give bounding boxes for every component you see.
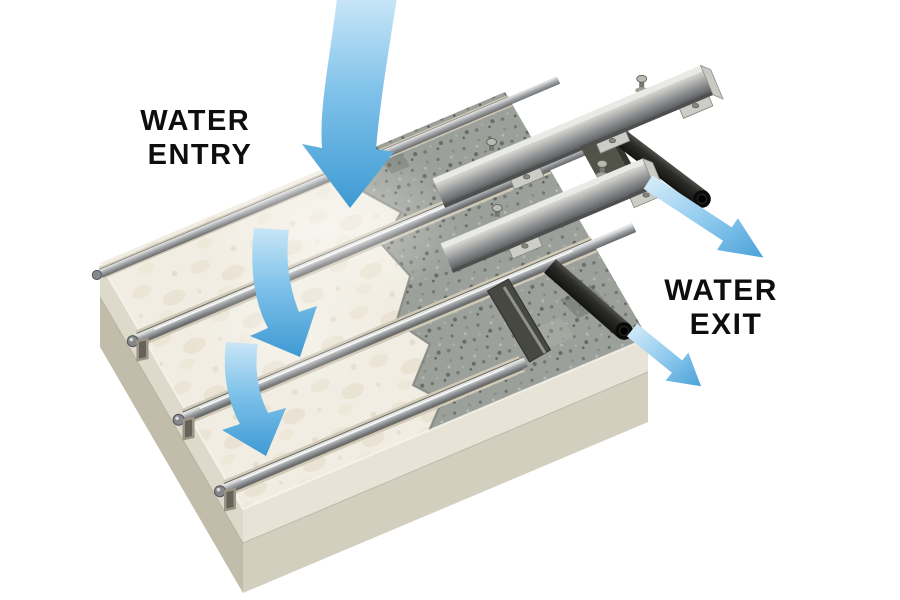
joint-rail-3 (214, 355, 528, 498)
bolt-head (636, 74, 648, 83)
channel-end-cap (699, 64, 724, 100)
water-entry-arrows (222, 0, 397, 456)
face-slot-inner (139, 340, 146, 359)
bolt-stem (494, 209, 500, 221)
water-entry-arrow-large (302, 0, 397, 208)
water-entry-arrow-lower (222, 342, 286, 456)
rail-end-cap (214, 485, 226, 498)
rail-end-cap (91, 269, 103, 281)
bolt-stem (599, 165, 605, 177)
channel-under-lip (451, 184, 655, 273)
water-exit-arrow-upper (643, 175, 764, 258)
water-entry-line1: WATER (140, 105, 250, 137)
water-entry-arrow-middle (250, 228, 317, 357)
rail-face-slots (136, 337, 236, 512)
water-entry-label: WATER ENTRY (140, 105, 260, 171)
rail-channel-back (432, 64, 724, 208)
rail-tube-highlight (240, 367, 505, 481)
bolt-stem (639, 80, 645, 92)
rail-end-cap-shine (129, 337, 134, 342)
channel-top-face (432, 65, 703, 184)
channel-top-face (440, 158, 645, 249)
water-entry-line2: ENTRY (148, 139, 253, 171)
foot-bolt (691, 103, 700, 109)
rail-end-cap (172, 413, 185, 426)
cross-channel-highlight (502, 286, 547, 354)
water-exit-line2: EXIT (690, 308, 763, 341)
paver-face-left (100, 263, 243, 543)
rail-end-cap-shine (216, 487, 221, 492)
slab-face-right (243, 372, 648, 593)
bolt-head (596, 159, 608, 168)
water-exit-arrows (626, 175, 764, 387)
bolt-stem (489, 143, 495, 155)
channel-bar (435, 71, 712, 205)
water-exit-arrow-lower (626, 323, 701, 387)
cross-drain-channel (486, 278, 552, 363)
face-slot-inner (226, 490, 234, 509)
cross-channel-body (486, 278, 552, 363)
channel-bolt (635, 74, 649, 94)
foot-bolt (521, 243, 529, 249)
paver-face-right (243, 338, 648, 543)
channel-under-lip (443, 91, 714, 208)
foot-bolt (642, 192, 650, 198)
pipe-body (544, 259, 630, 338)
face-slot-inner (185, 419, 192, 438)
pipe-end-hole (697, 194, 707, 204)
bolt-head (491, 204, 503, 212)
channel-bar (443, 164, 654, 270)
pipe-body (610, 126, 708, 207)
water-exit-label: WATER EXIT (664, 274, 787, 341)
water-exit-line1: WATER (664, 274, 778, 307)
drain-pipe-upper (610, 126, 711, 208)
slab-face-left (100, 297, 243, 593)
foot-bolt (523, 174, 531, 180)
rail-tube (218, 357, 528, 496)
slab-layer-seam (99, 296, 649, 544)
rail-channel-front (440, 157, 666, 273)
foot-bolt (608, 138, 616, 144)
rail-end-cap-shine (175, 416, 179, 421)
bolt-head (486, 138, 498, 146)
pipe-end-hole (619, 326, 629, 336)
